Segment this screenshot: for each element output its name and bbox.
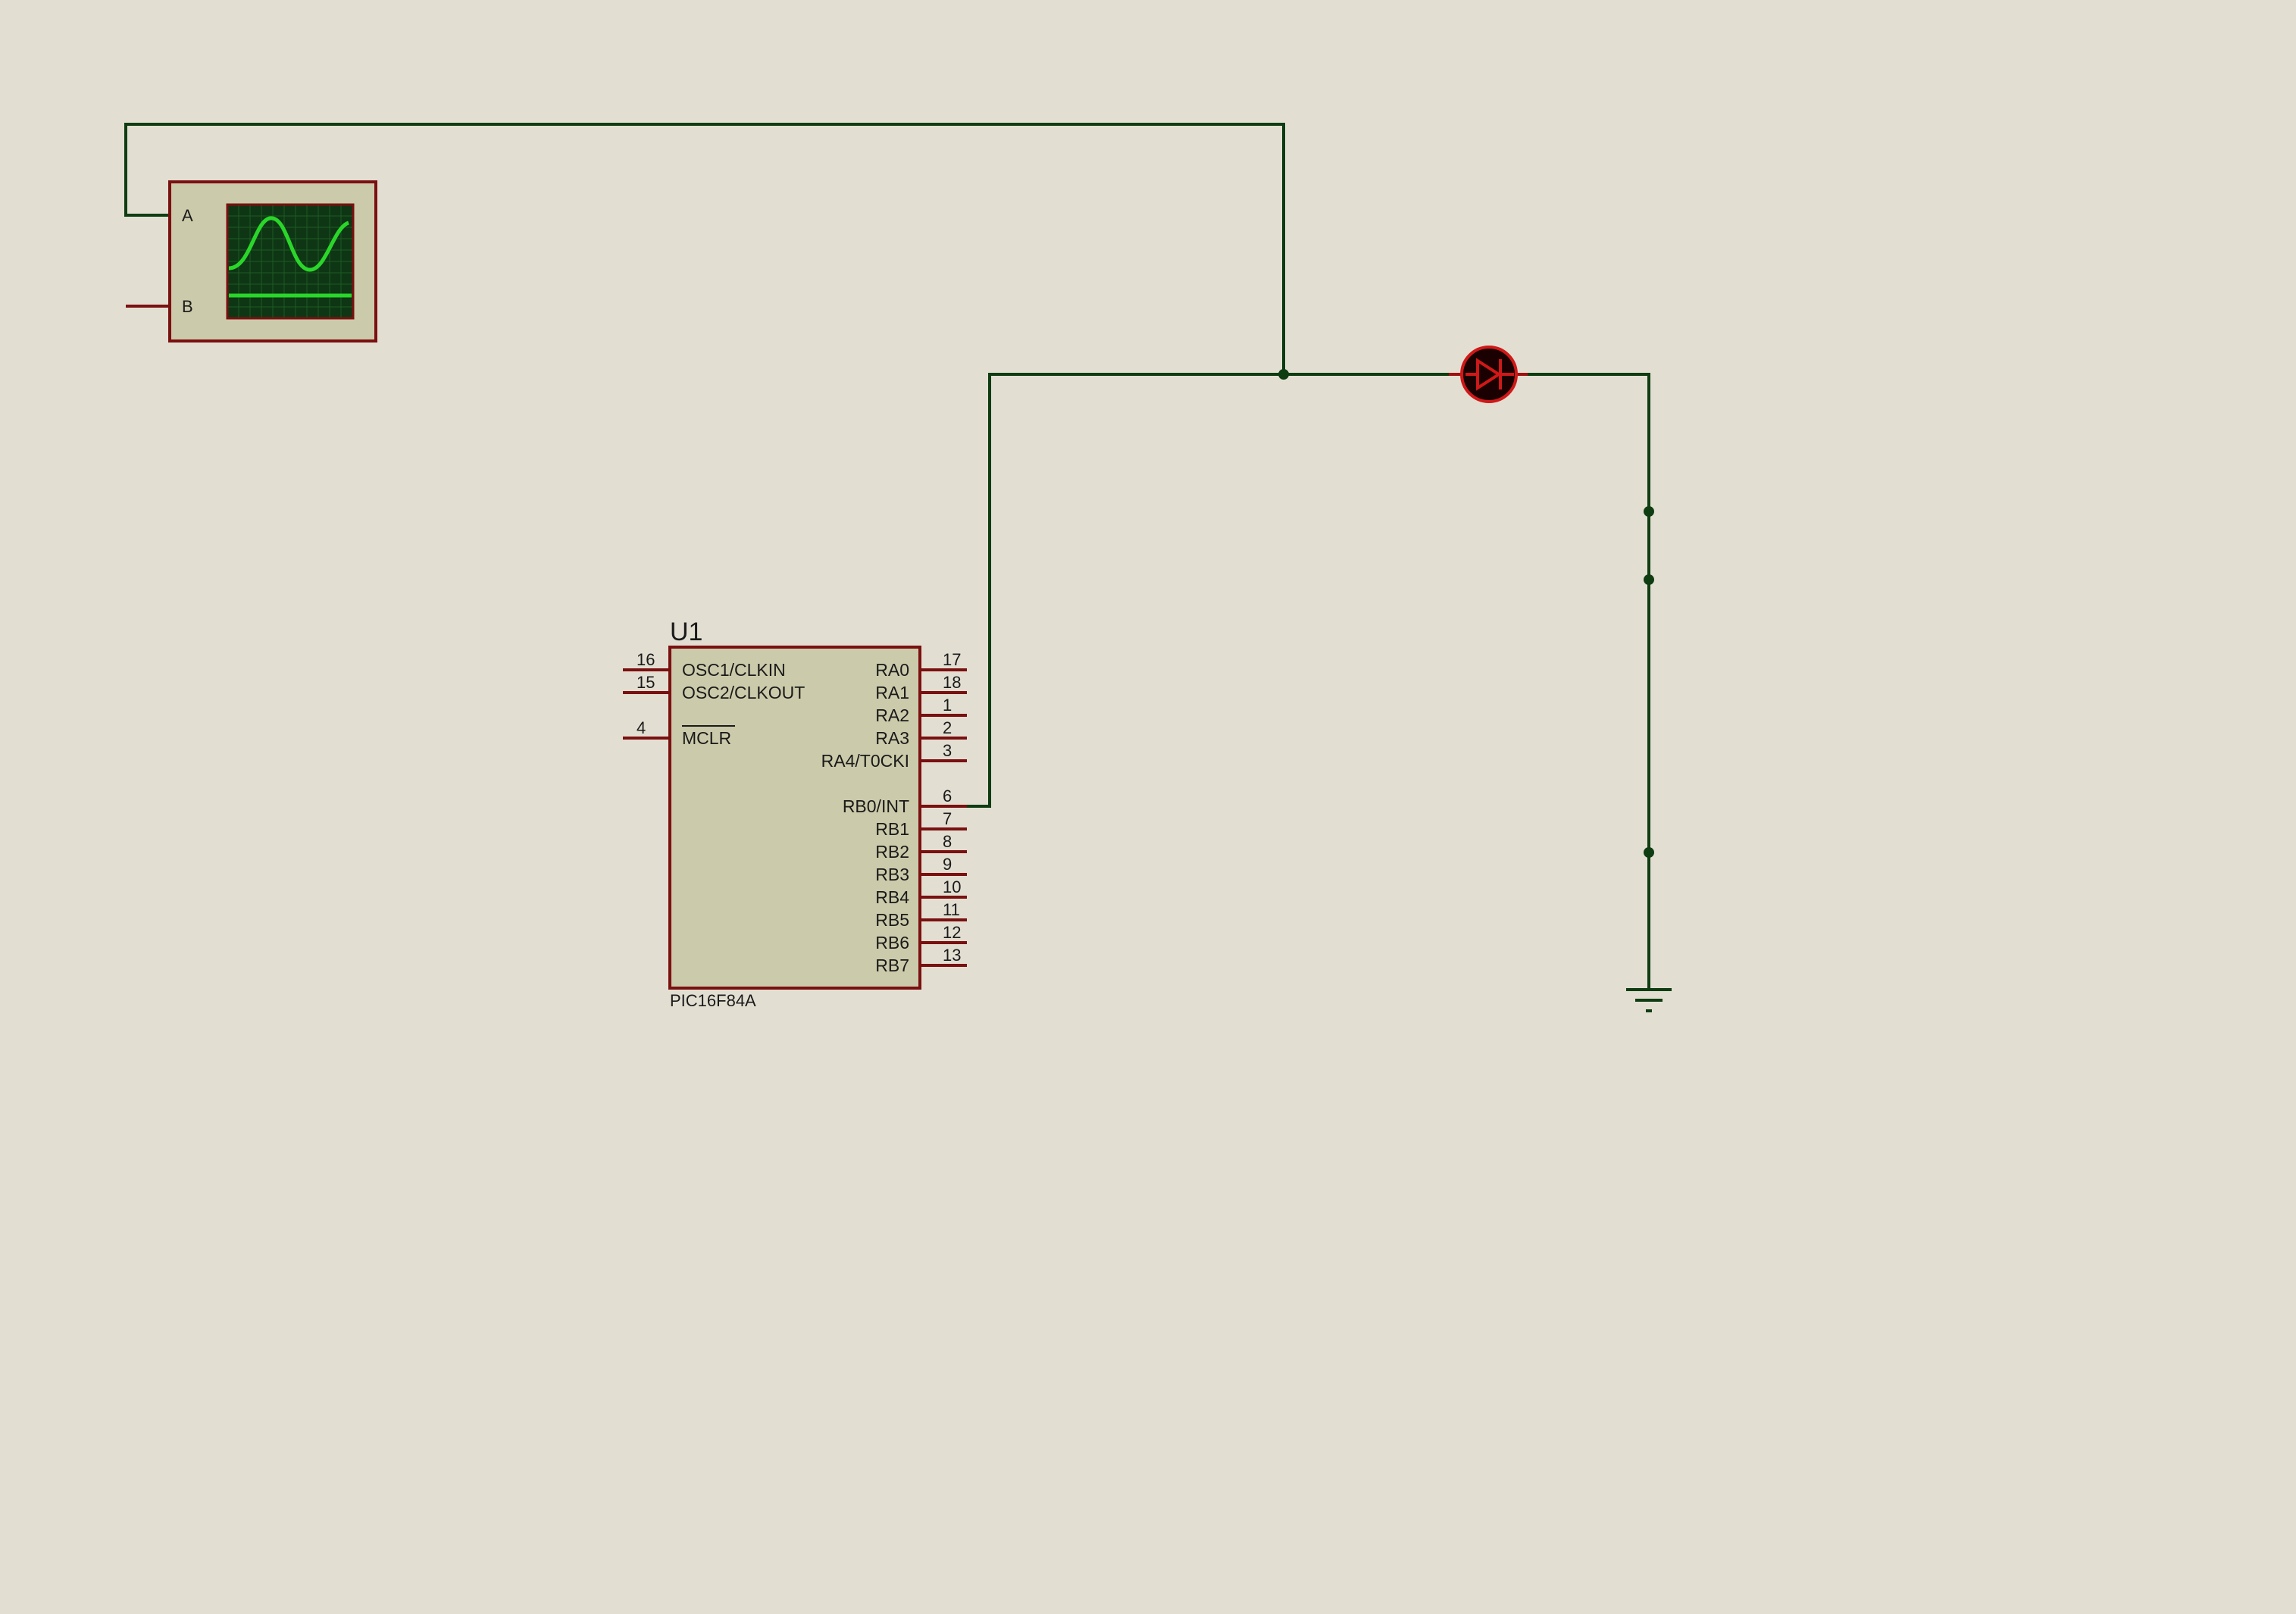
pin-label: MCLR: [682, 728, 731, 748]
junction-dot: [1644, 574, 1654, 585]
pin-label: RB6: [875, 933, 909, 952]
pin-label: RB7: [875, 956, 909, 975]
pin-label: RB0/INT: [843, 796, 909, 816]
ground-icon: [1626, 988, 1672, 1012]
junction-dot: [1278, 369, 1289, 380]
pin-number: 13: [943, 946, 961, 965]
pin-number: 2: [943, 718, 952, 737]
pin-label: RB4: [875, 887, 909, 907]
mcu-pin-right[interactable]: 1 RA2: [875, 696, 967, 725]
led-icon: [1460, 346, 1518, 403]
mcu-reference: U1: [670, 618, 702, 646]
pin-number: 18: [943, 673, 961, 692]
pin-number: 12: [943, 923, 961, 942]
pin-number: 4: [637, 718, 646, 737]
mcu-right-pins: 17RA018RA11RA22RA33RA4/T0CKI6RB0/INT7RB1…: [821, 650, 967, 975]
pin-label: RB5: [875, 910, 909, 930]
oscilloscope[interactable]: A B: [126, 180, 377, 343]
microcontroller-u1[interactable]: U1 PIC16F84A 16OSC1/CLKIN15OSC2/CLKOUT4M…: [623, 618, 967, 1010]
pin-number: 11: [943, 900, 960, 919]
mcu-part-number: PIC16F84A: [670, 991, 756, 1010]
pin-number: 8: [943, 832, 952, 851]
pin-number: 7: [943, 809, 952, 828]
mcu-body: [668, 646, 921, 990]
wire-led-to-ground[interactable]: [1528, 373, 1650, 990]
pin-label: RB1: [875, 819, 909, 839]
pin-label: RA2: [875, 705, 909, 725]
pin-label: OSC1/CLKIN: [682, 660, 786, 680]
pin-number: 6: [943, 787, 952, 805]
wire-scope-a-to-junction[interactable]: [124, 123, 1285, 374]
pin-number: 16: [637, 650, 655, 669]
junction-dot: [1644, 847, 1654, 858]
scope-channel-a-label: A: [182, 206, 193, 225]
pin-label: RA0: [875, 660, 909, 680]
ground[interactable]: [1626, 988, 1672, 1012]
pin-label: RA3: [875, 728, 909, 748]
pin-number: 10: [943, 877, 961, 896]
pin-label: RA4/T0CKI: [821, 751, 909, 771]
pin-number: 1: [943, 696, 952, 715]
pin-label: RB2: [875, 842, 909, 862]
pin-label: RA1: [875, 683, 909, 702]
pin-label: RB3: [875, 865, 909, 884]
scope-channel-b-label: B: [182, 297, 193, 316]
pin-number: 3: [943, 741, 952, 760]
junction-dot: [1644, 506, 1654, 517]
pin-number: 17: [943, 650, 961, 669]
pin-number: 9: [943, 855, 952, 874]
pin-label: OSC2/CLKOUT: [682, 683, 805, 702]
led[interactable]: [1449, 346, 1528, 403]
wire-rb0-to-led[interactable]: [967, 373, 1449, 808]
pin-number: 15: [637, 673, 655, 692]
oscilloscope-icon: [226, 203, 355, 320]
